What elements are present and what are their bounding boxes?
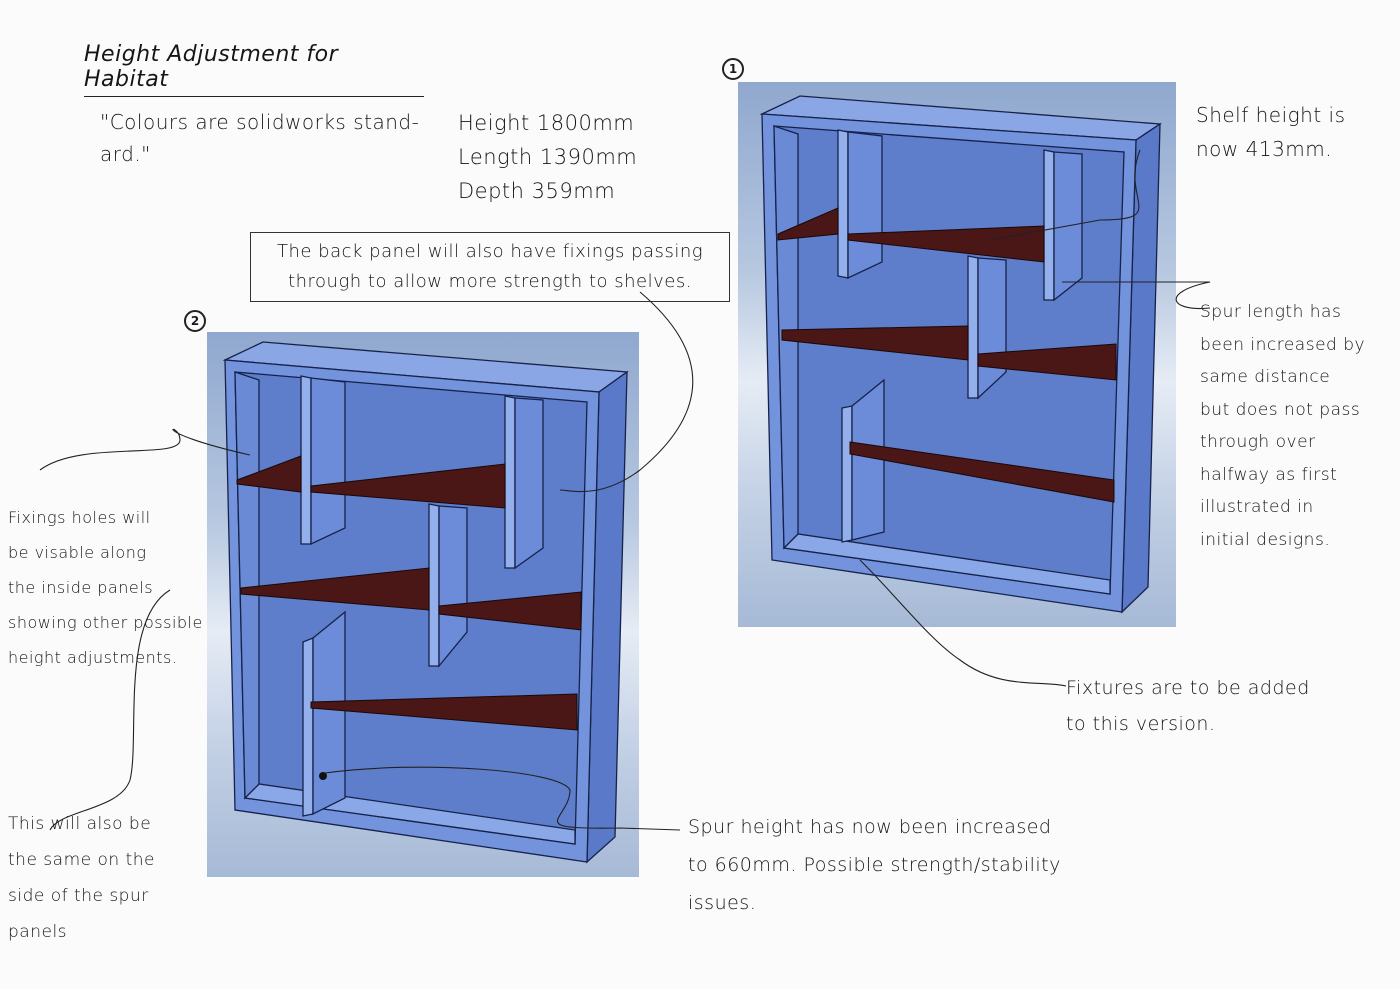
design-1-number: 1 — [722, 58, 744, 80]
back-panel-note: The back panel will also have fixings pa… — [250, 232, 730, 302]
dimension-height: Height 1800mm — [458, 111, 635, 135]
bookcase-2-illustration — [222, 341, 629, 864]
annotation-shelf-height: Shelf height is now 413mm. — [1196, 103, 1346, 161]
annotation-spur-side: This will also be the same on the side o… — [8, 814, 155, 942]
dimensions-list: Height 1800mm Length 1390mm Depth 359mm — [458, 106, 637, 208]
annotation-spur-height: Spur height has now been increased to 66… — [688, 816, 1061, 914]
render-design-1 — [738, 82, 1176, 627]
fixing-hole-marker — [319, 772, 327, 780]
dimension-length: Length 1390mm — [458, 145, 638, 169]
annotation-spur-length: Spur length has been increased by same d… — [1200, 302, 1366, 550]
page-title: Height Adjustment for Habitat — [84, 42, 424, 97]
dimension-depth: Depth 359mm — [458, 179, 616, 203]
render-design-2 — [207, 332, 639, 877]
annotation-fixing-holes: Fixings holes will be visable along the … — [8, 508, 203, 667]
bookcase-1-illustration — [759, 95, 1162, 614]
design-2-number: 2 — [184, 310, 206, 332]
annotation-fixtures: Fixtures are to be added to this version… — [1066, 677, 1310, 735]
colour-note: "Colours are solidworks stand- ard." — [100, 110, 420, 166]
